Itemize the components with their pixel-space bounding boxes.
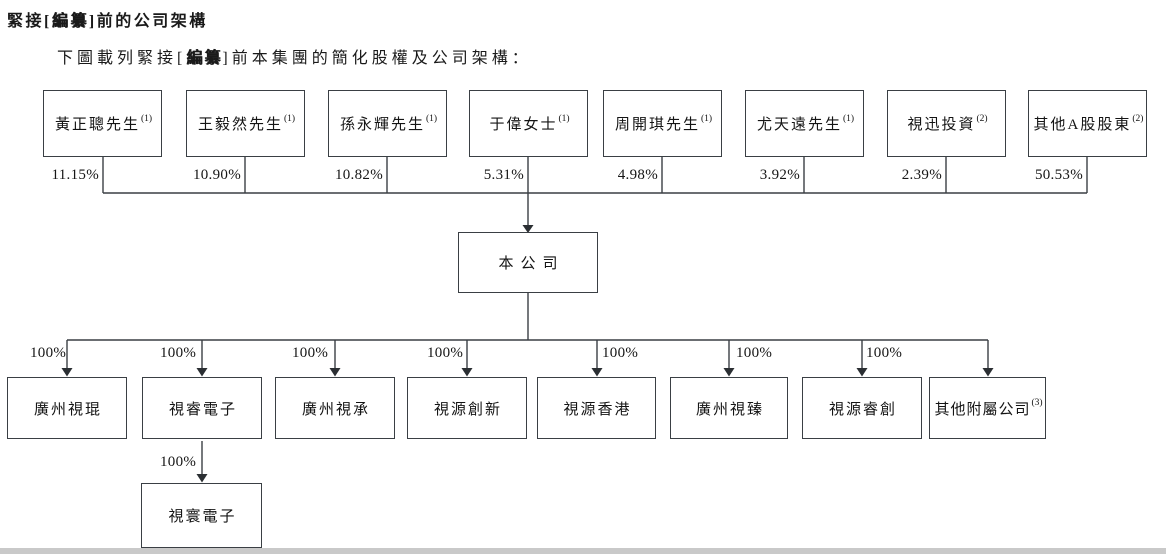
ownership-percent: 100% [427,345,464,361]
subsidiary-name: 其他附屬公司 [934,401,1031,418]
shareholding-percent: 5.31% [483,167,524,183]
subsidiary-name: 視源創新 [433,401,502,418]
shareholder-box: 孫永輝先生(1) [328,90,447,157]
shareholder-name: 其他A股股東 [1033,117,1132,133]
shareholding-percent: 50.53% [1034,167,1083,183]
title-redact-text: 編纂 [51,13,89,30]
ownership-percent: 100% [30,345,67,361]
shareholder-box: 于偉女士(1) [469,90,588,157]
subsidiary-box: 其他附屬公司(3) [929,377,1046,439]
title-text: 緊接[ [7,13,52,30]
subsidiary-name: 視源睿創 [828,401,897,418]
subsidiary-box: 視源睿創 [802,377,922,439]
page-title: 緊接[編纂]前的公司架構 [7,7,208,31]
connector-group [66,156,1088,475]
shareholder-box: 王毅然先生(1) [186,90,305,157]
subsidiary-name: 廣州視臻 [695,401,764,418]
shareholder-box: 黃正聰先生(1) [43,90,162,157]
shareholder-box: 其他A股股東(2) [1028,90,1147,157]
shareholding-percent: 10.82% [334,167,383,183]
shareholding-percent: 11.15% [51,167,99,183]
shareholder-name: 于偉女士 [489,117,558,133]
shareholding-percent: 3.92% [759,167,800,183]
ownership-percent: 100% [160,454,197,470]
subsidiary-box: 廣州視琨 [7,377,127,439]
title-text: ]前的公司架構 [88,13,208,30]
shareholder-name: 周開琪先生 [614,117,700,133]
ownership-percent: 100% [602,345,639,361]
ownership-percent: 100% [736,345,773,361]
caption-text: 下圖載列緊接[ [57,50,187,67]
subsidiary-box: 視源香港 [537,377,656,439]
caption-text: ]前本集團的簡化股權及公司架構： [222,50,532,67]
shareholder-name: 王毅然先生 [197,117,283,133]
sub-subsidiary-box: 視寰電子 [141,483,262,548]
subsidiary-box: 視睿電子 [142,377,262,439]
ownership-percent: 100% [866,345,903,361]
ownership-percent: 100% [160,345,197,361]
shareholder-box: 視迅投資(2) [887,90,1006,157]
subsidiary-name: 廣州視承 [301,401,370,418]
shareholder-name: 黃正聰先生 [54,117,140,133]
shareholding-percent: 2.39% [901,167,942,183]
shareholder-box: 尤天遠先生(1) [745,90,864,157]
shareholder-name: 視迅投資 [907,117,976,133]
shareholding-percent: 10.90% [192,167,241,183]
subsidiary-name: 視睿電子 [168,401,237,418]
subsidiary-box: 廣州視承 [275,377,395,439]
shareholder-name: 孫永輝先生 [339,117,425,133]
company-name: 本公司 [498,256,565,272]
shareholder-box: 周開琪先生(1) [603,90,722,157]
shareholder-name: 尤天遠先生 [756,117,842,133]
chart-caption: 下圖載列緊接[編纂]前本集團的簡化股權及公司架構： [57,44,532,68]
ownership-percent: 100% [292,345,329,361]
caption-redact-text: 編纂 [186,50,223,67]
subsidiary-name: 視寰電子 [168,509,237,525]
subsidiary-box: 廣州視臻 [670,377,788,439]
subsidiary-box: 視源創新 [407,377,527,439]
company-box: 本公司 [458,232,598,293]
arrowheads [61,225,994,483]
subsidiary-name: 廣州視琨 [33,401,102,418]
shareholding-percent: 4.98% [617,167,658,183]
subsidiary-name: 視源香港 [563,401,632,418]
page-bottom-scan-edge [0,548,1166,554]
